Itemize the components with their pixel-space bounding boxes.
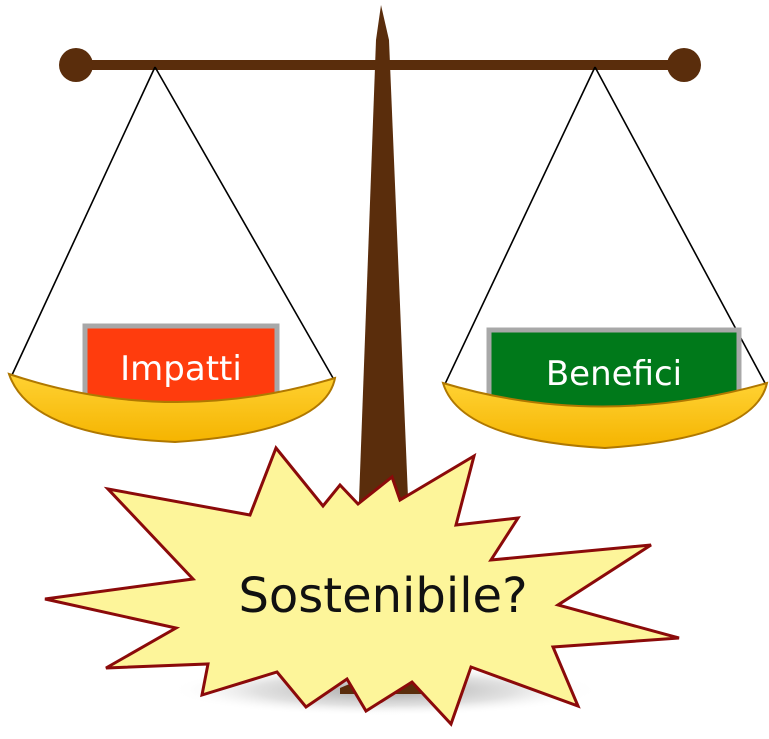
question-starburst: [44, 445, 680, 727]
right-label-text: Benefici: [546, 354, 682, 394]
left-label-text: Impatti: [120, 349, 242, 389]
right-label-box: Benefici: [486, 327, 742, 411]
beam-left-knob: [59, 48, 93, 82]
right-pan-string-left: [444, 66, 596, 385]
right-pan: [441, 381, 769, 450]
left-pan-string-right: [154, 66, 334, 379]
left-label-box: Impatti: [82, 323, 280, 407]
burst-label-text: Sostenibile?: [238, 568, 527, 624]
left-pan: [7, 372, 337, 444]
scale-beam: [76, 60, 684, 70]
beam-right-knob: [667, 48, 701, 82]
left-pan-string-left: [11, 66, 156, 376]
